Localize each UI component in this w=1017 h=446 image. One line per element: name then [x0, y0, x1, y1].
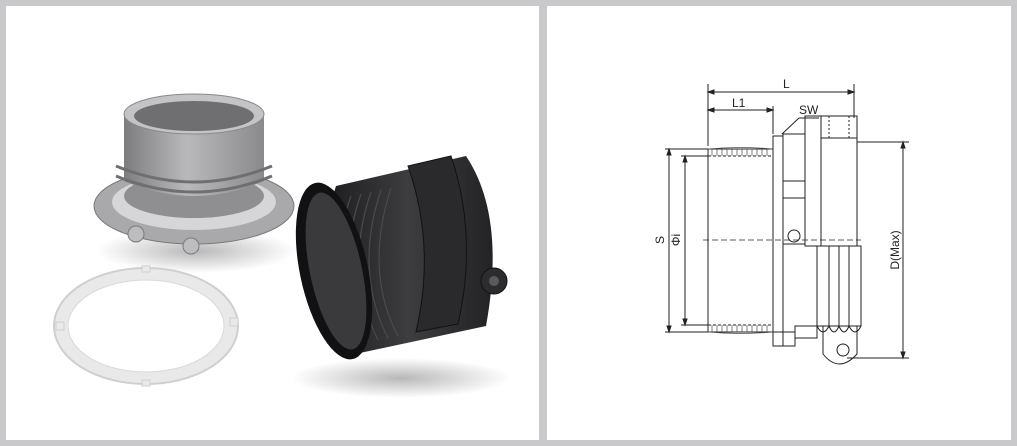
- gray-fitting: [93, 93, 296, 273]
- dimension-drawing-panel: L L1 SW S Φi D(Max): [547, 6, 1011, 440]
- label-phi-i: Φi: [669, 234, 683, 246]
- label-L1: L1: [732, 96, 746, 110]
- label-SW: SW: [799, 103, 819, 117]
- label-D-max: D(Max): [888, 230, 902, 269]
- label-S: S: [653, 236, 667, 244]
- label-L: L: [783, 77, 790, 91]
- dimension-drawing: L L1 SW S Φi D(Max): [653, 77, 909, 365]
- product-photo: [53, 93, 511, 398]
- product-photo-panel: [6, 6, 539, 440]
- lock-washer: [53, 265, 239, 387]
- black-fitting: [291, 155, 511, 398]
